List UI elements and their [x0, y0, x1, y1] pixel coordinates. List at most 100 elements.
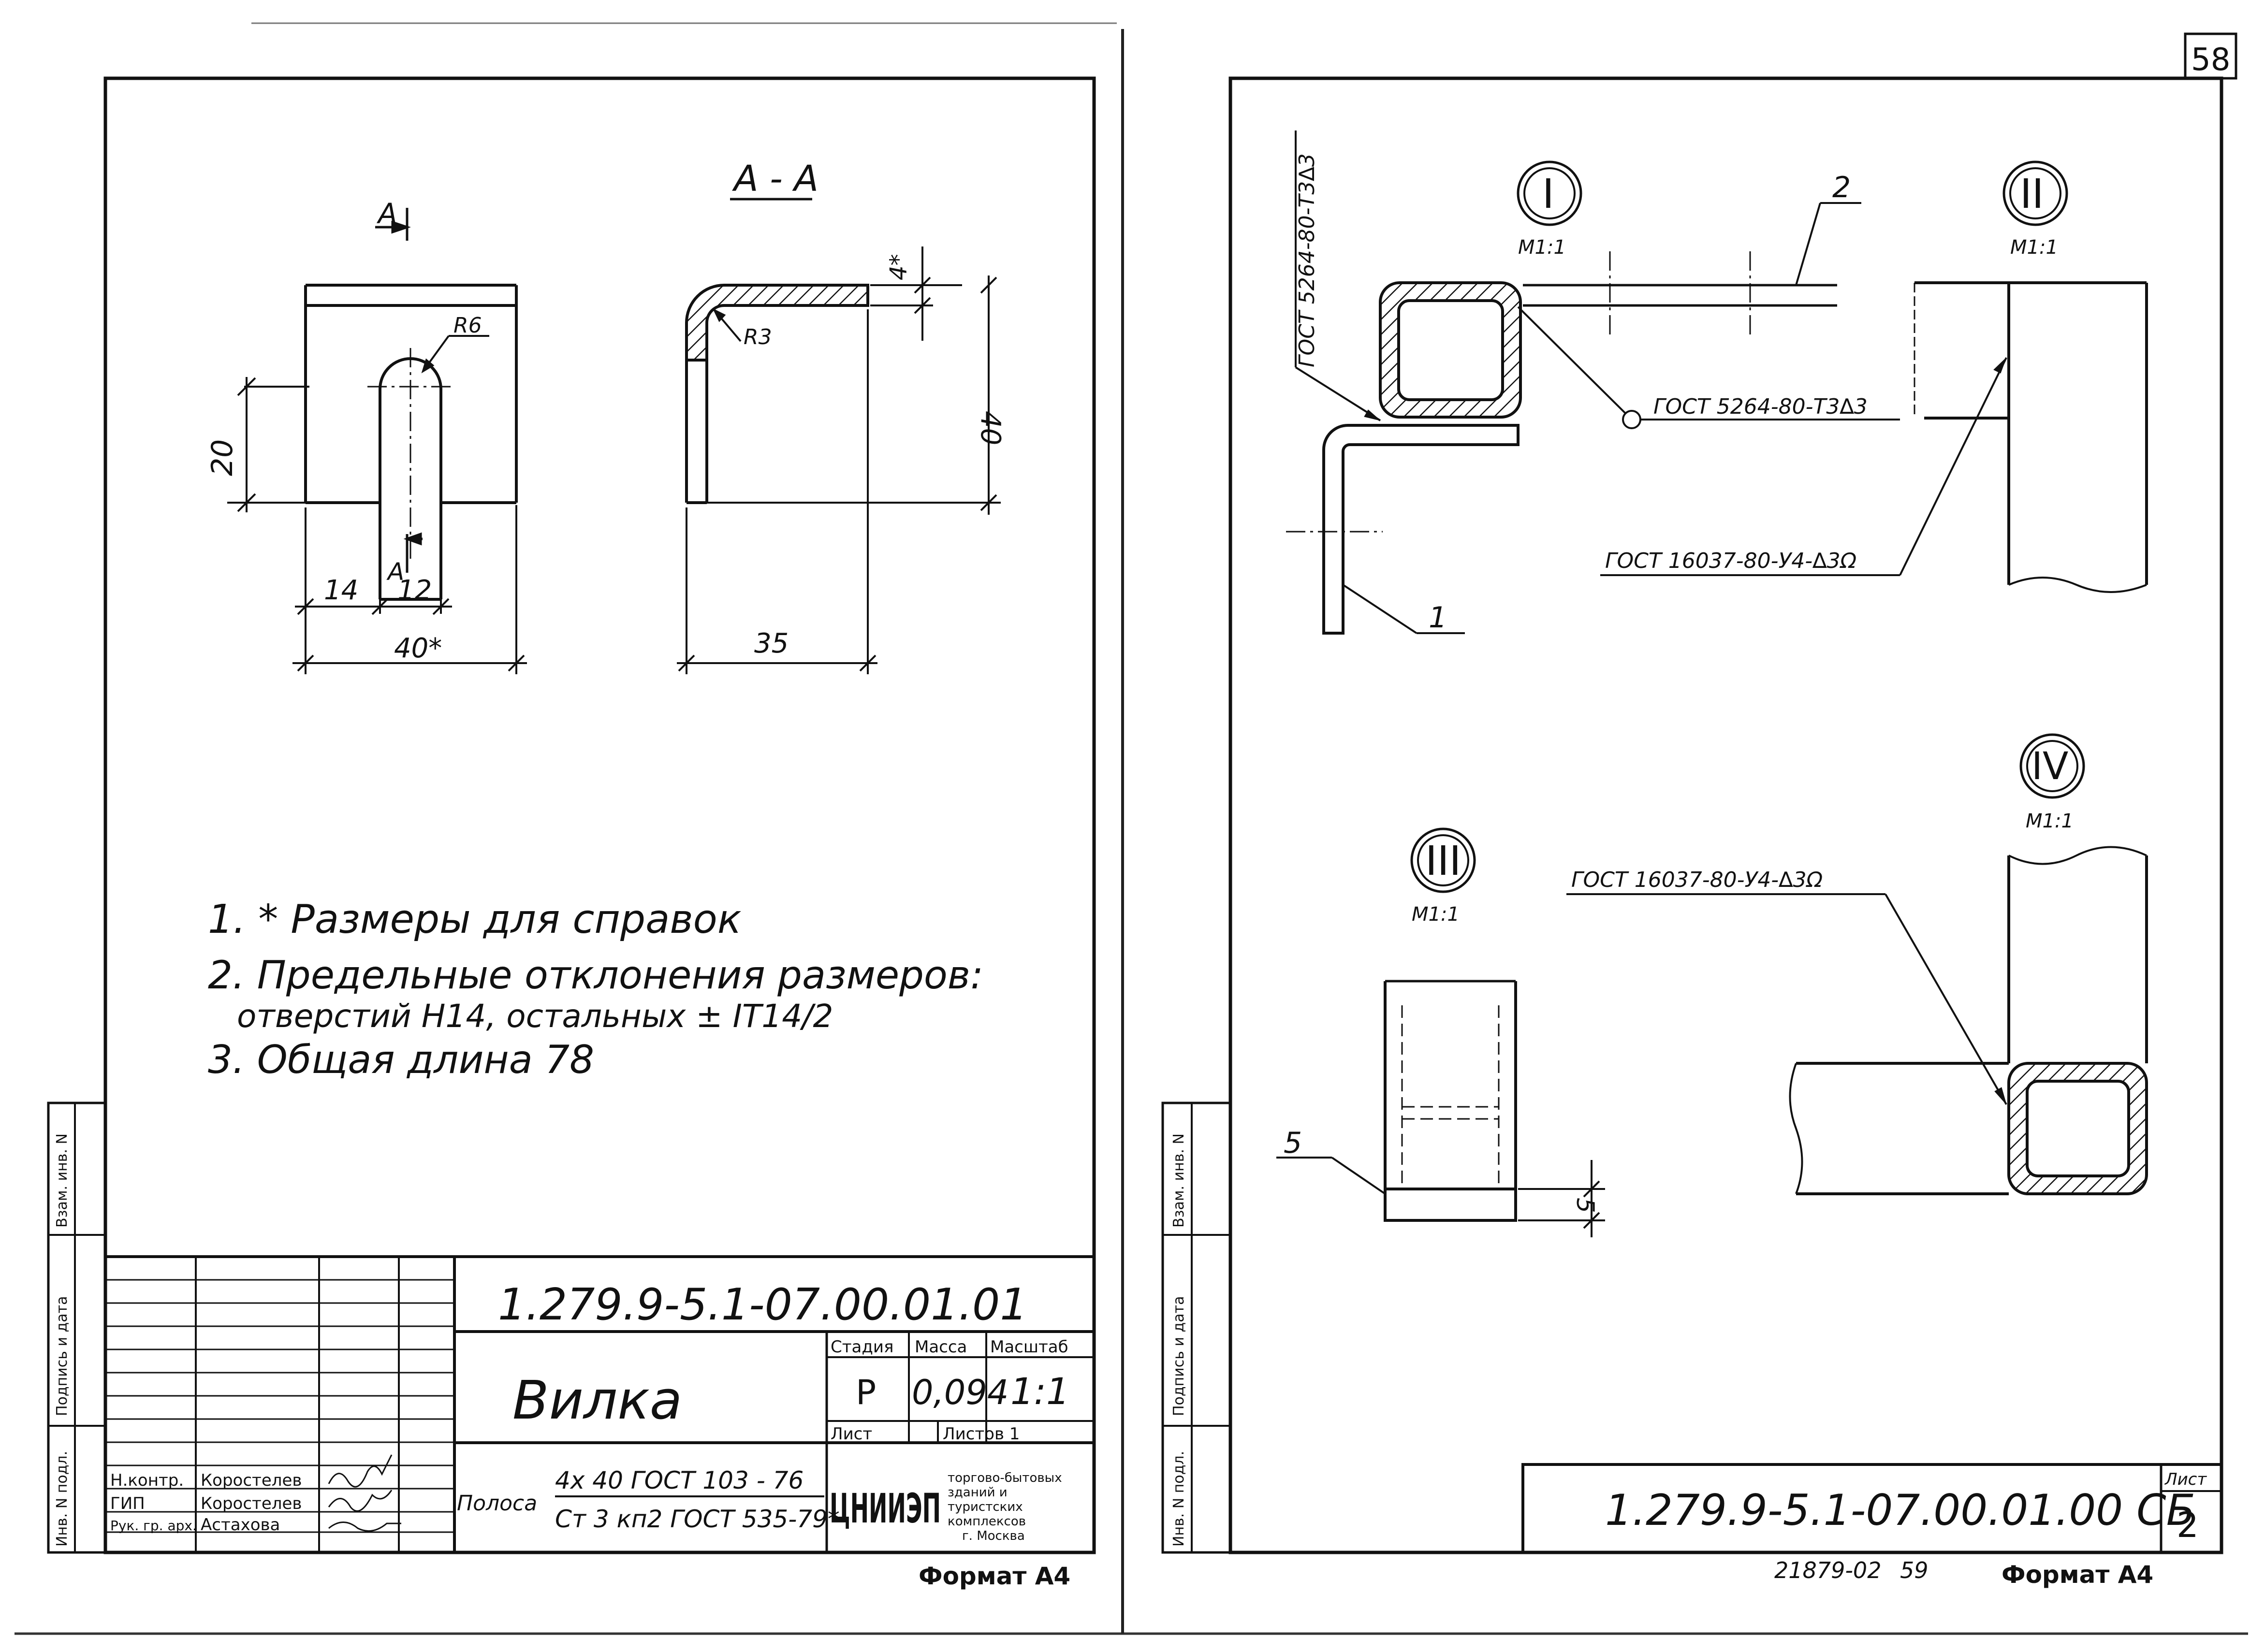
view-ii-num: II — [2020, 170, 2044, 217]
view-ii-circle — [2002, 160, 2068, 226]
sig-role-2: ГИП — [110, 1494, 145, 1513]
right-sheet-label: Лист — [2164, 1470, 2207, 1489]
section-mark-top — [375, 208, 411, 241]
val-scale: 1:1 — [1010, 1370, 1069, 1413]
column-ii-wave — [2008, 577, 2147, 593]
weld-label-1: ГОСТ 5264-80-Т3∆3 — [1295, 153, 1319, 367]
bracket-1 — [1322, 424, 1520, 635]
weld-arrow-3 — [1993, 357, 2007, 374]
org-line-1: торгово-бытовых — [948, 1471, 1062, 1485]
view-i-circle — [1517, 160, 1582, 226]
hdr-mass: Масса — [915, 1337, 967, 1357]
column-ii — [2009, 283, 2147, 585]
left-side-strip — [47, 1101, 107, 1554]
hdr-scale: Масштаб — [990, 1337, 1068, 1357]
view-iv-scale: М1:1 — [2026, 810, 2074, 832]
sig-name-1: Коростелев — [201, 1471, 302, 1490]
r-side-label-sign: Подпись и дата — [1170, 1296, 1187, 1417]
fork-front-view — [304, 284, 518, 601]
view-i-num: I — [1542, 170, 1554, 217]
weld-label-4: ГОСТ 16037-80-У4-∆3Ω — [1571, 868, 1823, 892]
section-title: А - А — [732, 158, 818, 200]
dim-14-12 — [295, 507, 452, 674]
section-mark-bottom-letter: А — [386, 558, 404, 586]
view-ii-drawing — [1600, 281, 2148, 593]
callout-1-leader — [1342, 584, 1417, 634]
page-number: 58 — [2191, 42, 2230, 78]
dim-35 — [677, 309, 877, 674]
left-frame — [103, 76, 1096, 1554]
sig-role-1: Н.контр. — [110, 1471, 184, 1490]
note-3: 3. Общая длина 78 — [208, 1037, 594, 1082]
beam-iv-wave — [1789, 1063, 1803, 1194]
tube-iv-inner — [2026, 1080, 2130, 1177]
r-side-label-inv: Инв. N подл. — [1170, 1451, 1187, 1547]
column-iv-wave — [2008, 846, 2147, 865]
weld-label-3: ГОСТ 16037-80-У4-∆3Ω — [1605, 549, 1857, 573]
view-i-circle-inner — [1523, 167, 1576, 219]
label-12: 12 — [397, 575, 432, 606]
org-logo: ЦНИИЭП — [830, 1485, 941, 1532]
signature-scribbles — [328, 1454, 401, 1532]
view-iii-circle — [1410, 827, 1476, 893]
weld-leader-1-diag — [1295, 366, 1381, 421]
weld-arrow-4 — [1994, 1087, 2007, 1105]
weld-arrow-1 — [1364, 409, 1381, 421]
section-mark-top-letter: А — [376, 197, 397, 230]
sheet-label: Лист — [831, 1424, 872, 1444]
view-iv-circle-inner — [2026, 740, 2078, 792]
label-14: 14 — [324, 575, 358, 606]
val-stage: Р — [856, 1373, 876, 1412]
org-line-5: г. Москва — [962, 1529, 1025, 1543]
label-35: 35 — [754, 628, 789, 659]
dim-40 — [687, 275, 1001, 515]
hdr-stage: Стадия — [831, 1337, 893, 1357]
right-format: Формат А4 — [2002, 1561, 2153, 1589]
view-iii-circle-inner — [1417, 834, 1469, 886]
material-label: Полоса — [457, 1491, 537, 1516]
view-ii-scale: М1:1 — [2010, 236, 2058, 259]
dim-4-star — [870, 246, 962, 341]
plate-5 — [1384, 1188, 1517, 1222]
view-iii-num: III — [1425, 837, 1461, 884]
view-iv-num: IV — [2031, 745, 2068, 788]
org-line-3: туристских — [948, 1500, 1023, 1514]
dim-20 — [227, 377, 309, 512]
section-mark-bottom — [403, 532, 423, 573]
callout-5: 5 — [1284, 1126, 1302, 1160]
view-i-scale: М1:1 — [1518, 236, 1566, 259]
dim5-tick-2 — [1583, 1212, 1600, 1229]
view-iii-scale: М1:1 — [1412, 903, 1460, 926]
view-iv-circle — [2019, 733, 2085, 799]
view-i-centerlines — [1286, 251, 1751, 533]
leader-r3 — [712, 308, 742, 342]
right-sheet-number: 2 — [2177, 1505, 2199, 1545]
view-ii-circle-inner — [2009, 167, 2061, 219]
callout-2-leader — [1795, 203, 1821, 286]
org-line-2: зданий и — [948, 1485, 1008, 1500]
leader-r6 — [421, 335, 489, 374]
tube-inner — [1397, 299, 1504, 401]
weld-leader-2-diag — [1517, 306, 1626, 414]
side-label-inv: Инв. N подл. — [54, 1451, 71, 1547]
archive-page: 59 — [1900, 1557, 1929, 1583]
label-r3: R3 — [744, 325, 772, 349]
label-20: 20 — [205, 439, 239, 476]
dim-5-label: 5 — [1571, 1198, 1599, 1213]
fork-front-centerlines — [367, 348, 454, 561]
left-sheet: Инв. N подл. Подпись и дата Взам. инв. N… — [47, 76, 1096, 1590]
section-profile-hatched — [685, 284, 869, 503]
left-title-block — [105, 1255, 1094, 1552]
r-side-label-zam: Взам. инв. N — [1170, 1133, 1187, 1228]
note-2-line2: отверстий H14, остальных ± IT14/2 — [237, 998, 833, 1035]
left-format: Формат А4 — [919, 1562, 1070, 1590]
sheets-label: Листов 1 — [943, 1424, 1020, 1444]
weld-leader-2-circle — [1622, 410, 1641, 429]
right-doc-number: 1.279.9-5.1-07.00.01.00 СБ — [1605, 1485, 2195, 1535]
material-line2: Ст 3 кп2 ГОСТ 535-79* — [555, 1505, 840, 1533]
val-mass: 0,094 — [912, 1373, 1008, 1412]
weld-leader-4 — [1885, 894, 2007, 1105]
view-iii-drawing — [1276, 980, 1605, 1237]
side-label-sign: Подпись и дата — [54, 1296, 71, 1417]
